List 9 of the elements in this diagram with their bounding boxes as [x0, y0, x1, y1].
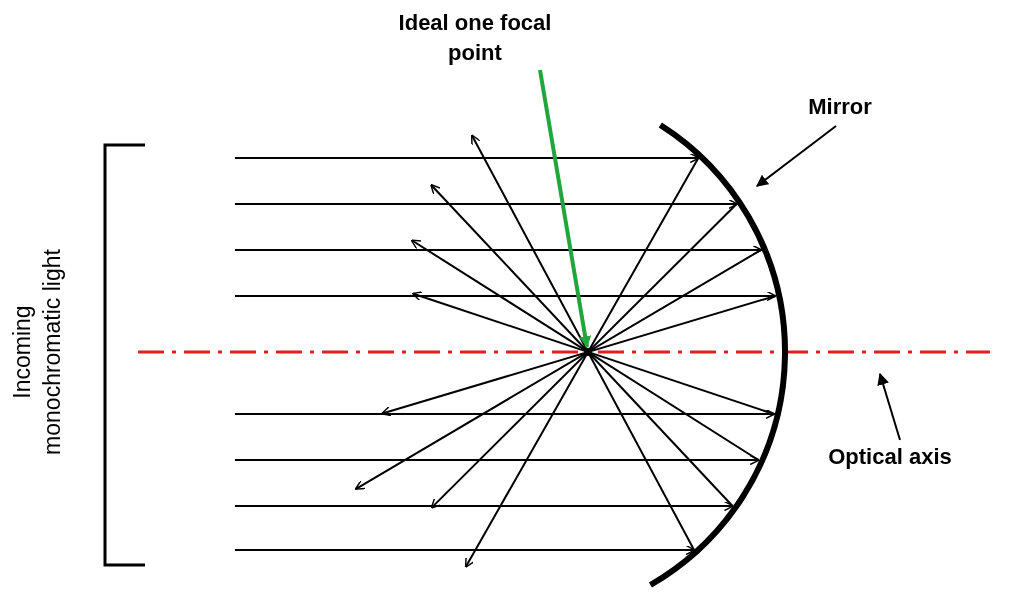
node-label: Mirror — [807, 93, 873, 121]
leader-arrow — [756, 125, 837, 187]
node-label: Ideal one focal point — [397, 9, 553, 67]
side-label: Incoming monochromatic light — [8, 248, 66, 457]
leader-arrow — [877, 372, 901, 441]
mirror-arc — [648, 122, 788, 588]
node-label: Optical axis — [827, 443, 953, 471]
leader-arrow — [538, 69, 592, 349]
focal-point — [584, 348, 592, 356]
